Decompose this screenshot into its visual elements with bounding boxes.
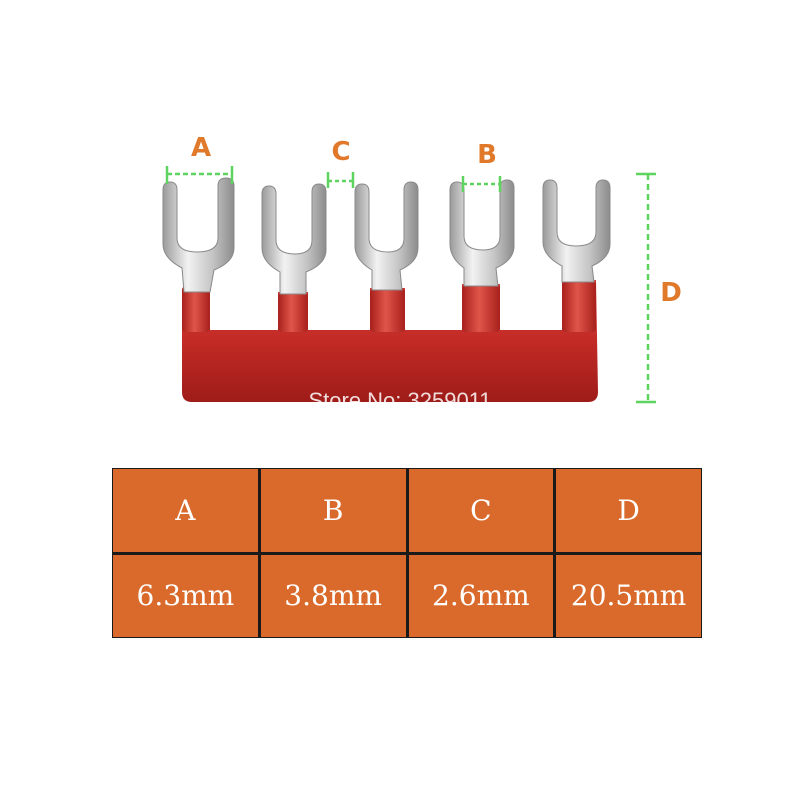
table-header-c: C — [408, 469, 554, 552]
fork-terminal — [449, 179, 515, 287]
dimension-table: A B C D 6.3mm 3.8mm 2.6mm 20.5mm — [112, 468, 702, 638]
fork-terminal — [542, 179, 611, 283]
fork-terminal — [261, 183, 327, 295]
dimension-label-c: C — [331, 137, 350, 167]
terminal-strip-diagram: A C B D Store No: 3259011 — [162, 133, 682, 413]
dimension-label-a: A — [191, 133, 211, 163]
dimension-guides — [165, 166, 656, 404]
metal-fork-terminals — [162, 177, 611, 295]
fork-terminal — [354, 181, 419, 291]
table-header-d: D — [556, 469, 701, 552]
guide-d — [636, 172, 656, 404]
table-value-a: 6.3mm — [113, 554, 258, 637]
dimension-label-d: D — [660, 278, 682, 308]
store-watermark: Store No: 3259011 — [308, 388, 491, 413]
table-value-c: 2.6mm — [408, 554, 554, 637]
fork-terminal — [162, 177, 235, 293]
table-header-b: B — [260, 469, 406, 552]
guide-a — [165, 166, 234, 184]
table-value-b: 3.8mm — [260, 554, 406, 637]
guide-b — [461, 176, 502, 192]
guide-c — [326, 172, 355, 188]
table-value-d: 20.5mm — [556, 554, 701, 637]
dimension-label-b: B — [477, 140, 497, 170]
insulation-sleeves — [182, 280, 596, 332]
table-header-a: A — [113, 469, 258, 552]
